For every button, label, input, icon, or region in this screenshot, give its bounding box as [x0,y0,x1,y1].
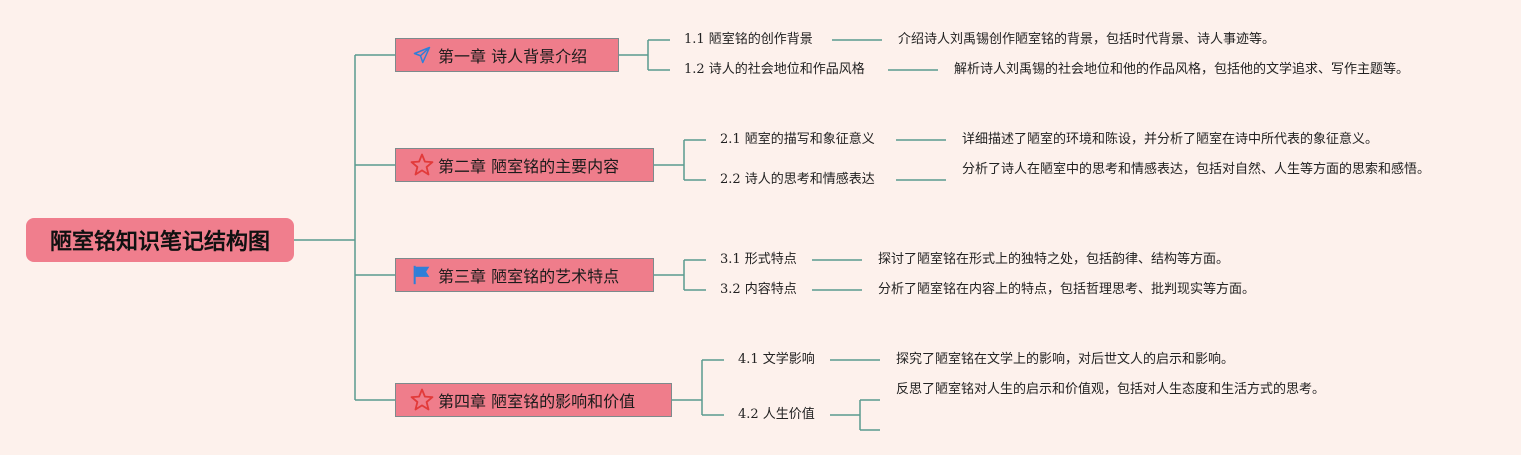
section-2-1-description: 详细描述了陋室的环境和陈设，并分析了陋室在诗中所代表的象征意义。 [962,132,1379,147]
section-4-1-description: 探究了陋室铭在文学上的影响，对后世文人的启示和影响。 [896,352,1235,367]
chapter-node-1[interactable]: 第一章 诗人背景介绍 [395,38,619,72]
chapter-4-title: 第四章 陋室铭的影响和价值 [438,392,636,411]
section-4-2-label[interactable]: 4.2 人生价值 [738,407,815,422]
chapter-1-branch [619,39,670,71]
chapter-2-branch [654,139,706,181]
chapter-4-branch [672,359,724,416]
section-4-1-label[interactable]: 4.1 文学影响 [738,352,815,367]
star-icon [410,153,434,177]
chapter-3-title: 第三章 陋室铭的艺术特点 [438,267,620,286]
section-1-2-description: 解析诗人刘禹锡的社会地位和他的作品风格，包括他的文学追求、写作主题等。 [954,62,1410,77]
chapter-node-3[interactable]: 第三章 陋室铭的艺术特点 [395,258,654,292]
section-3-2-description: 分析了陋室铭在内容上的特点，包括哲理思考、批判现实等方面。 [878,282,1256,297]
flag-icon [410,263,434,287]
chapter-node-4[interactable]: 第四章 陋室铭的影响和价值 [395,383,672,417]
root-title: 陋室铭知识笔记结构图 [49,230,270,255]
section-1-1-description: 介绍诗人刘禹锡创作陋室铭的背景，包括时代背景、诗人事迹等。 [898,32,1276,47]
section-1-2-label[interactable]: 1.2 诗人的社会地位和作品风格 [684,62,865,77]
star-icon [410,388,434,412]
root-node[interactable]: 陋室铭知识笔记结构图 [26,218,294,262]
section-3-1-label[interactable]: 3.1 形式特点 [720,252,797,267]
section-4-2-description: 反思了陋室铭对人生的启示和价值观，包括对人生态度和生活方式的思考。 [896,382,1326,397]
chapter-3-branch [654,259,706,291]
section-3-1-description: 探讨了陋室铭在形式上的独特之处，包括韵律、结构等方面。 [878,252,1230,267]
paper-plane-icon [410,43,434,67]
chapter-node-2[interactable]: 第二章 陋室铭的主要内容 [395,148,654,182]
chapter-1-title: 第一章 诗人背景介绍 [438,47,588,66]
section-2-1-label[interactable]: 2.1 陋室的描写和象征意义 [720,132,875,147]
section-2-2-description: 分析了诗人在陋室中的思考和情感表达，包括对自然、人生等方面的思索和感悟。 [962,162,1431,177]
section-4-2-link [830,399,880,431]
section-1-1-label[interactable]: 1.1 陋室铭的创作背景 [684,32,813,47]
chapter-2-title: 第二章 陋室铭的主要内容 [438,157,620,176]
section-2-2-label[interactable]: 2.2 诗人的思考和情感表达 [720,172,875,187]
section-3-2-label[interactable]: 3.2 内容特点 [720,282,797,297]
